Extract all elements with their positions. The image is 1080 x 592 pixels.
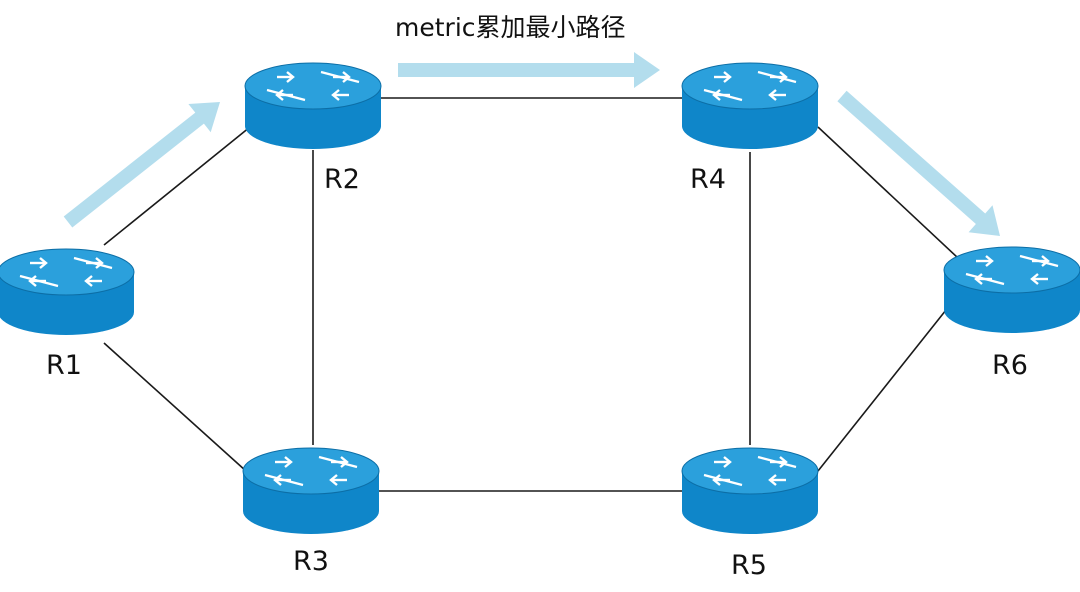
router-label-r4: R4 (690, 164, 726, 195)
link-r4-r6 (817, 126, 959, 259)
path-arrow-r2-r4 (398, 52, 660, 88)
routers-layer (0, 62, 1080, 534)
links-layer (103, 97, 959, 492)
router-icon-r3[interactable] (242, 447, 380, 534)
router-icon-r1[interactable] (0, 248, 135, 335)
router-label-r5: R5 (731, 550, 767, 581)
router-label-r1: R1 (46, 350, 82, 381)
link-r1-r2 (103, 126, 251, 246)
link-r1-r3 (103, 342, 247, 472)
router-label-r6: R6 (992, 350, 1028, 381)
router-icon-r2[interactable] (244, 62, 382, 149)
router-icon-r4[interactable] (681, 62, 819, 149)
router-icon-r6[interactable] (943, 246, 1080, 333)
router-label-r2: R2 (324, 164, 360, 195)
path-arrows-layer (63, 52, 1000, 236)
path-arrow-r4-r6 (837, 90, 1000, 236)
router-icon-r5[interactable] (681, 447, 819, 534)
link-r5-r6 (817, 309, 947, 472)
router-label-r3: R3 (293, 546, 329, 577)
diagram-caption: metric累加最小路径 (395, 13, 626, 42)
path-arrow-r1-r2 (63, 102, 221, 228)
